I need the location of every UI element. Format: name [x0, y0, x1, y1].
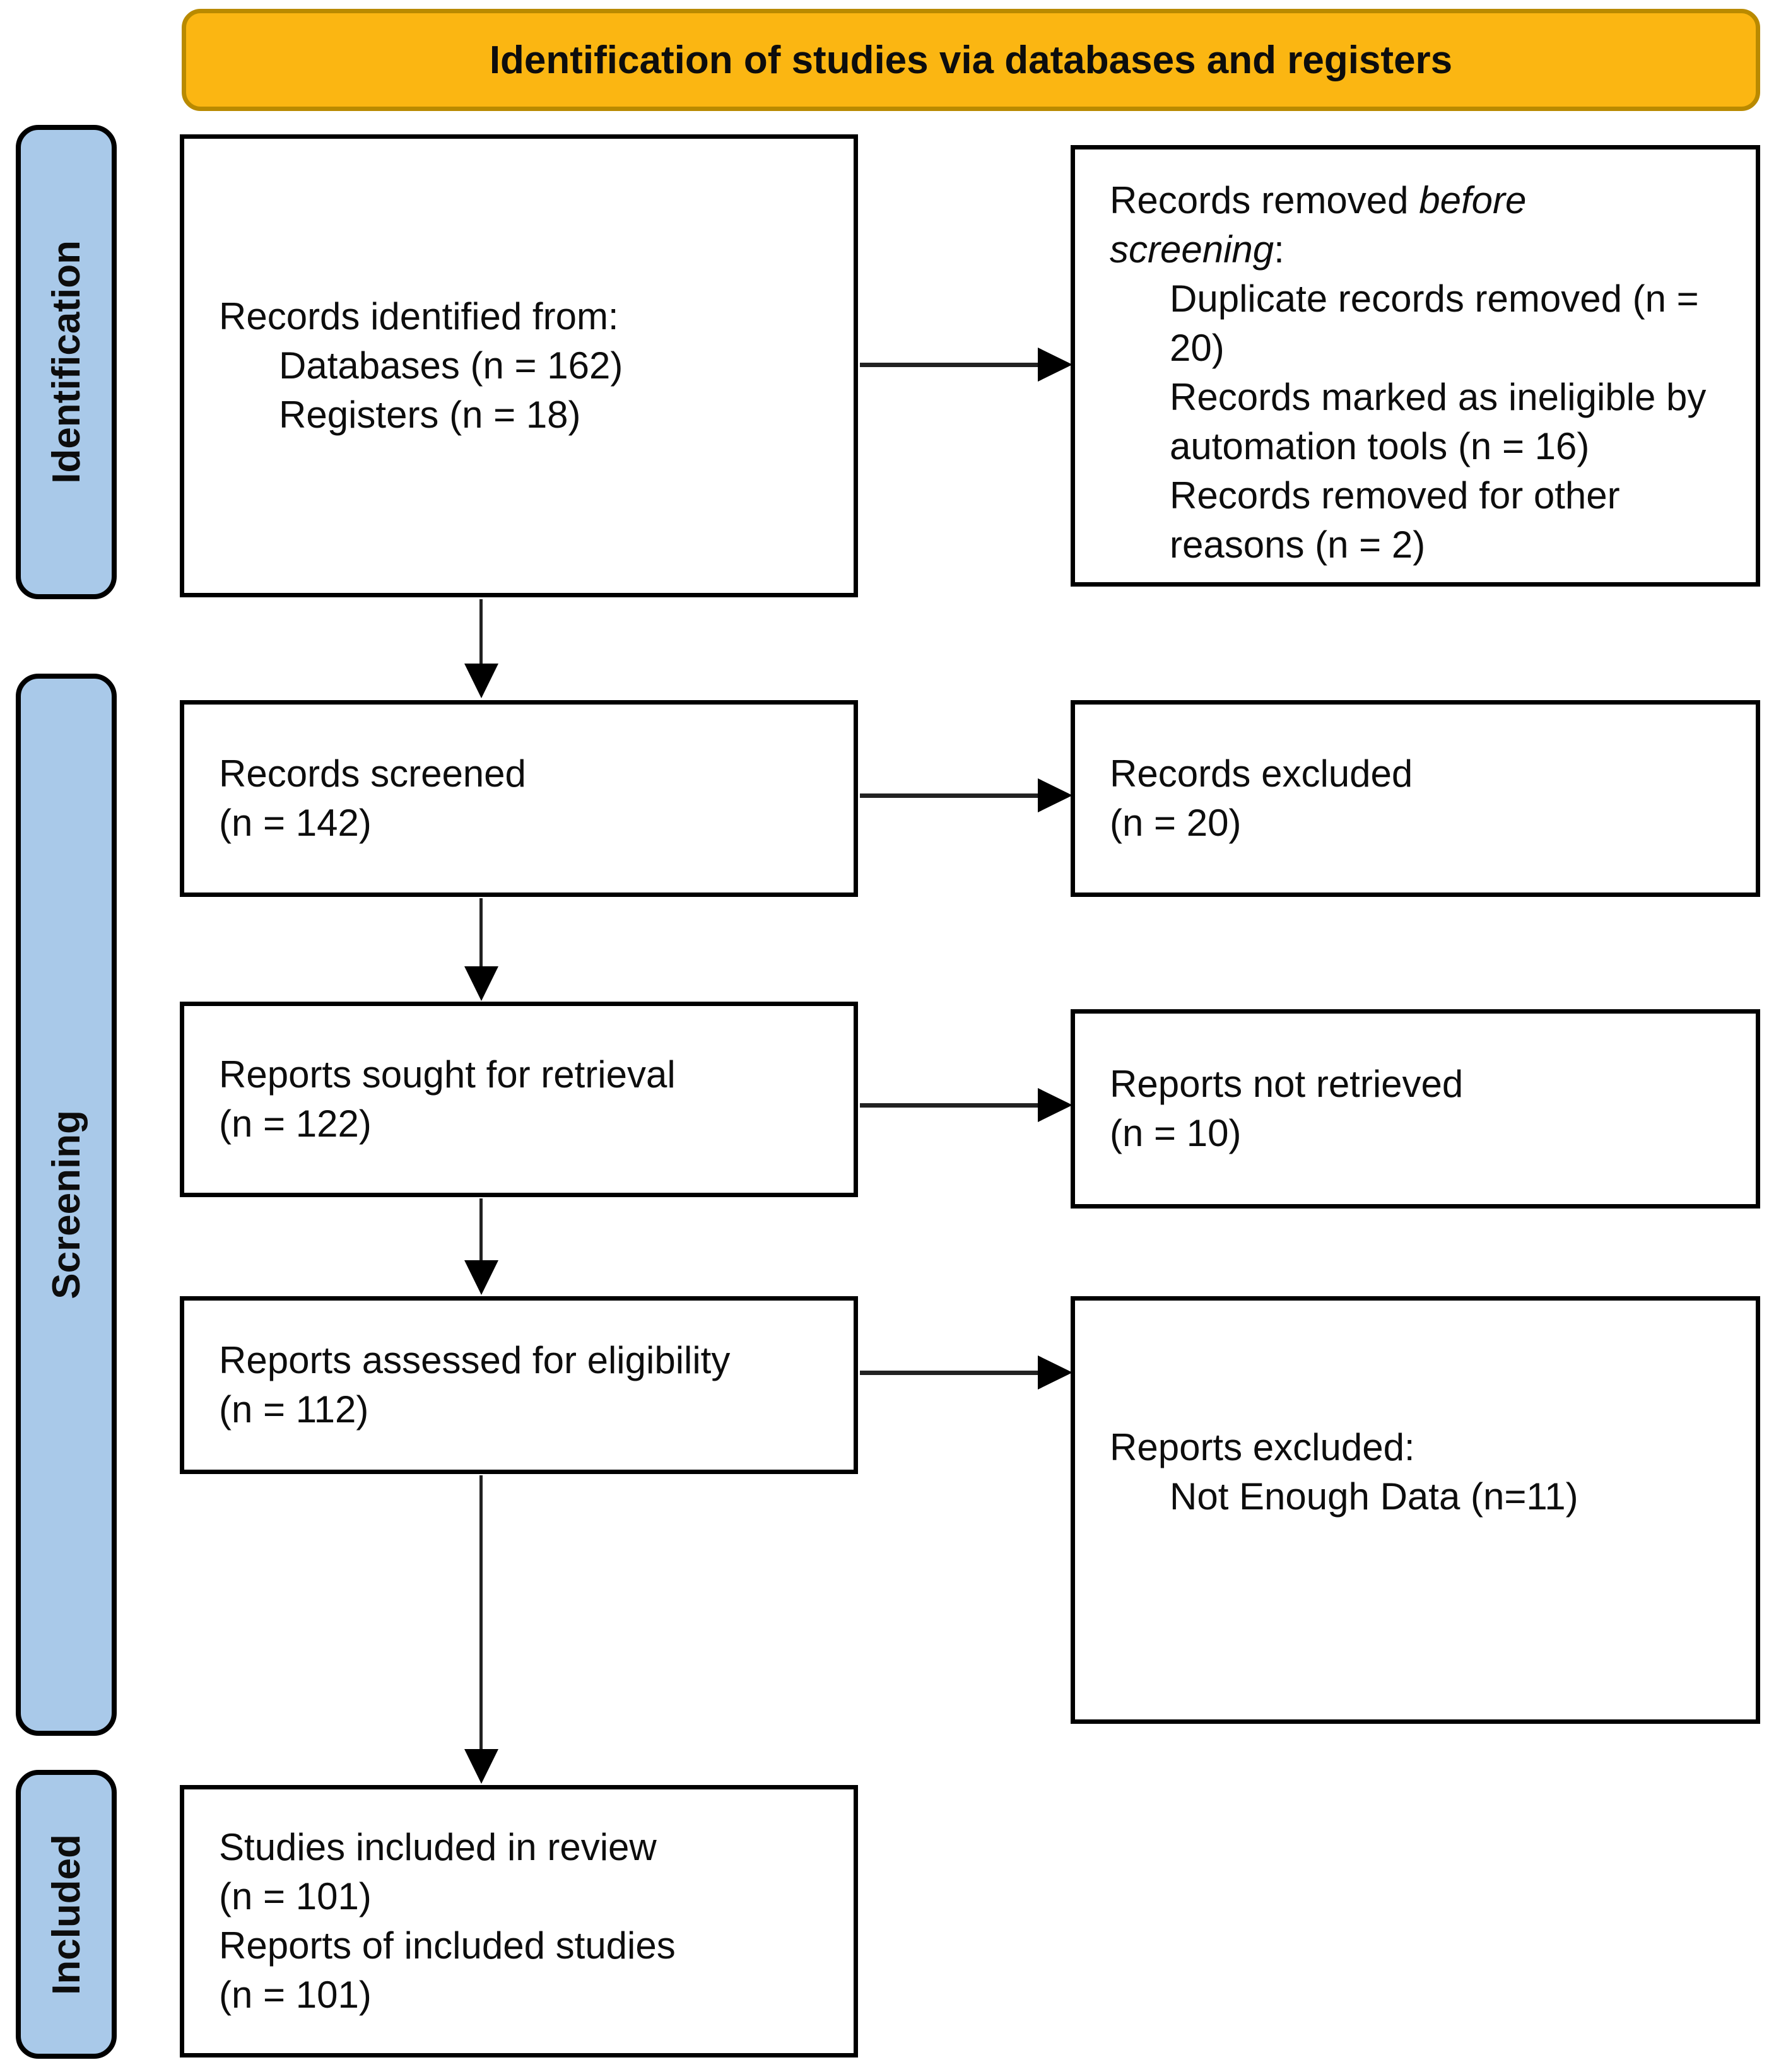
box-line: Reports of included studies [219, 1924, 676, 1967]
box-line: Duplicate records removed (n = 20) [1170, 278, 1699, 369]
box-line: Reports assessed for eligibility [219, 1339, 731, 1381]
arrow-assessed-to-included-line [479, 1475, 483, 1753]
records-excluded-box: Records excluded (n = 20) [1071, 700, 1760, 897]
box-line: (n = 142) [219, 802, 372, 844]
arrow-right-icon [1038, 778, 1073, 812]
box-line: Reports sought for retrieval [219, 1053, 676, 1096]
arrow-down-icon [464, 1749, 498, 1784]
sidebar-label-text: Screening [44, 1110, 88, 1299]
arrow-down-icon [464, 966, 498, 1001]
box-line: Records marked as ineligible by automati… [1170, 376, 1707, 467]
arrow-identified-to-removed-line [860, 363, 1042, 367]
box-line: Records identified from: [219, 295, 619, 337]
box-line: Records removed before screening: [1110, 176, 1551, 274]
arrow-assessed-to-reportsexcluded-line [860, 1371, 1042, 1375]
sidebar-label-included: Included [16, 1770, 117, 2059]
arrow-sought-to-assessed-line [479, 1198, 483, 1264]
box-line: Records removed for other reasons (n = 2… [1170, 474, 1620, 566]
arrow-right-icon [1038, 1088, 1073, 1122]
studies-included-box: Studies included in review (n = 101) Rep… [180, 1785, 858, 2057]
arrow-screened-to-excluded-line [860, 793, 1042, 798]
box-line: Not Enough Data (n=11) [1170, 1475, 1578, 1518]
banner-title: Identification of studies via databases … [489, 38, 1453, 82]
box-line: Registers (n = 18) [279, 394, 581, 436]
box-line: Studies included in review [219, 1826, 657, 1868]
arrow-identified-to-screened-line [479, 599, 483, 667]
intro-colon: : [1274, 228, 1284, 271]
box-line: Records screened [219, 752, 526, 795]
arrow-right-icon [1038, 348, 1073, 382]
box-line: (n = 20) [1110, 802, 1242, 844]
box-line: Reports not retrieved [1110, 1063, 1464, 1105]
box-line: (n = 101) [219, 1974, 372, 2016]
arrow-down-icon [464, 664, 498, 698]
box-line: (n = 101) [219, 1875, 372, 1917]
box-line: Records excluded [1110, 752, 1413, 795]
box-line: (n = 112) [219, 1388, 369, 1431]
phase-banner: Identification of studies via databases … [182, 9, 1760, 111]
arrow-sought-to-notretrieved-line [860, 1103, 1042, 1108]
sidebar-label-screening: Screening [16, 674, 117, 1736]
box-line: Databases (n = 162) [279, 344, 623, 387]
records-removed-box: Records removed before screening: Duplic… [1071, 145, 1760, 587]
reports-not-retrieved-box: Reports not retrieved (n = 10) [1071, 1009, 1760, 1209]
sidebar-label-text: Identification [44, 240, 88, 484]
reports-excluded-box: Reports excluded: Not Enough Data (n=11) [1071, 1296, 1760, 1724]
sidebar-label-identification: Identification [16, 125, 117, 599]
reports-sought-box: Reports sought for retrieval (n = 122) [180, 1002, 858, 1197]
intro-italic: before screening [1110, 179, 1527, 271]
box-line: (n = 122) [219, 1103, 372, 1145]
records-screened-box: Records screened (n = 142) [180, 700, 858, 897]
arrow-right-icon [1038, 1355, 1073, 1390]
intro-plain: Records removed [1110, 179, 1419, 221]
arrow-screened-to-sought-line [479, 898, 483, 970]
sidebar-label-text: Included [44, 1834, 88, 1995]
box-line: Reports excluded: [1110, 1426, 1415, 1468]
records-identified-box: Records identified from: Databases (n = … [180, 134, 858, 597]
box-line: (n = 10) [1110, 1112, 1242, 1154]
arrow-down-icon [464, 1260, 498, 1295]
reports-assessed-box: Reports assessed for eligibility (n = 11… [180, 1296, 858, 1474]
